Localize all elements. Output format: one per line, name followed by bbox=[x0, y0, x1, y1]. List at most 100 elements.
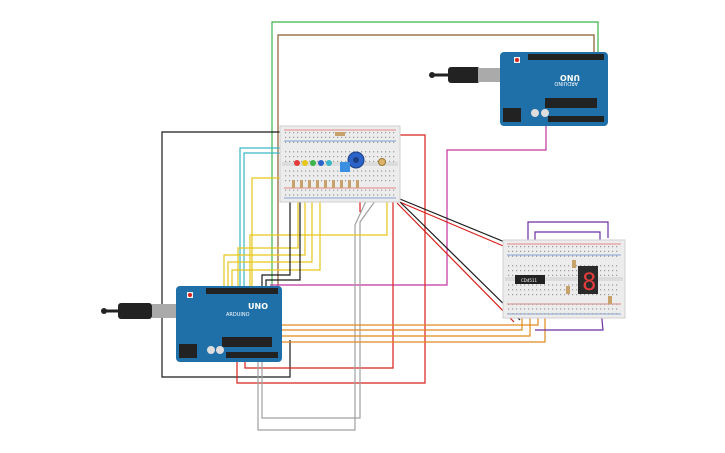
breadboard-hole bbox=[329, 194, 331, 196]
seven-segment-display[interactable] bbox=[578, 266, 598, 294]
breadboard-center[interactable] bbox=[279, 125, 401, 203]
dip-switch[interactable] bbox=[340, 162, 350, 172]
breadboard-hole bbox=[608, 284, 610, 286]
breadboard-hole bbox=[293, 136, 295, 138]
breadboard-hole bbox=[329, 132, 331, 134]
breadboard-hole bbox=[560, 313, 562, 315]
breadboard-hole bbox=[600, 250, 602, 252]
breadboard-hole bbox=[389, 170, 391, 172]
breadboard-hole bbox=[520, 313, 522, 315]
breadboard-hole bbox=[608, 270, 610, 272]
breadboard-hole bbox=[305, 136, 307, 138]
wire-yellow-3[interactable] bbox=[231, 196, 321, 290]
usb-connector-top bbox=[478, 68, 500, 82]
wire-cyan-2[interactable] bbox=[243, 152, 293, 302]
breadboard-hole bbox=[341, 141, 343, 143]
breadboard-hole bbox=[600, 265, 602, 267]
breadboard-hole bbox=[536, 303, 538, 305]
breadboard-hole bbox=[544, 308, 546, 310]
wire-red-diag-1[interactable] bbox=[394, 199, 509, 249]
breadboard-hole bbox=[357, 132, 359, 134]
breadboard-hole bbox=[560, 303, 562, 305]
wire-black-diag-1[interactable] bbox=[394, 196, 513, 246]
breadboard-hole bbox=[289, 136, 291, 138]
arduino-uno-left[interactable]: UNO ARDUINO bbox=[101, 286, 282, 362]
led-blue[interactable] bbox=[318, 160, 324, 166]
breadboard-hole bbox=[333, 151, 335, 153]
breadboard-hole bbox=[604, 246, 606, 248]
wire-black-frame[interactable] bbox=[161, 131, 291, 378]
breadboard-hole bbox=[588, 308, 590, 310]
breadboard-hole bbox=[512, 284, 514, 286]
breadboard-hole bbox=[361, 141, 363, 143]
breadboard-hole bbox=[365, 175, 367, 177]
breadboard-hole bbox=[365, 180, 367, 182]
wire-black-3[interactable] bbox=[265, 196, 301, 293]
breadboard-hole bbox=[516, 265, 518, 267]
breadboard-hole bbox=[600, 284, 602, 286]
wire-cyan-1[interactable] bbox=[239, 147, 290, 300]
breadboard-hole bbox=[556, 284, 558, 286]
breadboard-hole bbox=[381, 175, 383, 177]
breadboard-hole bbox=[572, 274, 574, 276]
breadboard-hole bbox=[512, 246, 514, 248]
breadboard-hole bbox=[389, 175, 391, 177]
decoder-chip[interactable] bbox=[515, 275, 545, 284]
breadboard-hole bbox=[357, 170, 359, 172]
breadboard-hole bbox=[329, 156, 331, 158]
breadboard-hole bbox=[552, 313, 554, 315]
breadboard-hole bbox=[556, 270, 558, 272]
breadboard-hole bbox=[516, 246, 518, 248]
wire-red-diag-2[interactable] bbox=[396, 202, 515, 323]
wire-black-2[interactable] bbox=[261, 196, 291, 292]
breadboard-hole bbox=[393, 141, 395, 143]
breadboard-hole bbox=[516, 294, 518, 296]
breadboard-hole bbox=[325, 160, 327, 162]
breadboard-hole bbox=[576, 289, 578, 291]
breadboard-hole bbox=[289, 156, 291, 158]
breadboard-hole bbox=[564, 308, 566, 310]
wire-yellow-5[interactable] bbox=[223, 196, 306, 290]
wire-magenta-top[interactable] bbox=[270, 115, 547, 286]
breadboard-hole bbox=[337, 160, 339, 162]
breadboard-hole bbox=[588, 255, 590, 257]
breadboard-hole bbox=[564, 313, 566, 315]
wire-yellow-6[interactable] bbox=[237, 196, 299, 290]
wire-yellow-4[interactable] bbox=[227, 196, 313, 290]
photoresistor[interactable] bbox=[378, 158, 386, 166]
breadboard-hole bbox=[325, 175, 327, 177]
breadboard-hole bbox=[584, 255, 586, 257]
breadboard-hole bbox=[361, 136, 363, 138]
wire-black-diag-2[interactable] bbox=[397, 199, 521, 321]
wire-red-1[interactable] bbox=[236, 134, 426, 384]
breadboard-hole bbox=[512, 294, 514, 296]
breadboard-hole bbox=[365, 132, 367, 134]
breadboard-hole bbox=[285, 132, 287, 134]
breadboard-right[interactable]: CD4511 8 bbox=[502, 239, 626, 319]
breadboard-hole bbox=[580, 294, 582, 296]
led-yellow[interactable] bbox=[302, 160, 308, 166]
arduino-uno-top[interactable]: UNO ARDUINO bbox=[429, 52, 608, 126]
breadboard-hole bbox=[297, 194, 299, 196]
breadboard-hole bbox=[612, 294, 614, 296]
led-cyan[interactable] bbox=[326, 160, 332, 166]
led-green[interactable] bbox=[310, 160, 316, 166]
breadboard-hole bbox=[556, 294, 558, 296]
wire-gray-1[interactable] bbox=[257, 187, 373, 431]
wire-orange-3[interactable] bbox=[274, 290, 539, 326]
breadboard-hole bbox=[301, 151, 303, 153]
breadboard-hole bbox=[393, 160, 395, 162]
breadboard-hole bbox=[329, 151, 331, 153]
breadboard-hole bbox=[293, 141, 295, 143]
breadboard-hole bbox=[333, 194, 335, 196]
breadboard-hole bbox=[365, 151, 367, 153]
breadboard-hole bbox=[289, 141, 291, 143]
wire-gray-2[interactable] bbox=[261, 189, 384, 419]
breadboard-hole bbox=[548, 313, 550, 315]
led-red[interactable] bbox=[294, 160, 300, 166]
breadboard-hole bbox=[329, 141, 331, 143]
breadboard-hole bbox=[337, 194, 339, 196]
breadboard-hole bbox=[608, 255, 610, 257]
breadboard-hole bbox=[612, 274, 614, 276]
breadboard-hole bbox=[289, 175, 291, 177]
